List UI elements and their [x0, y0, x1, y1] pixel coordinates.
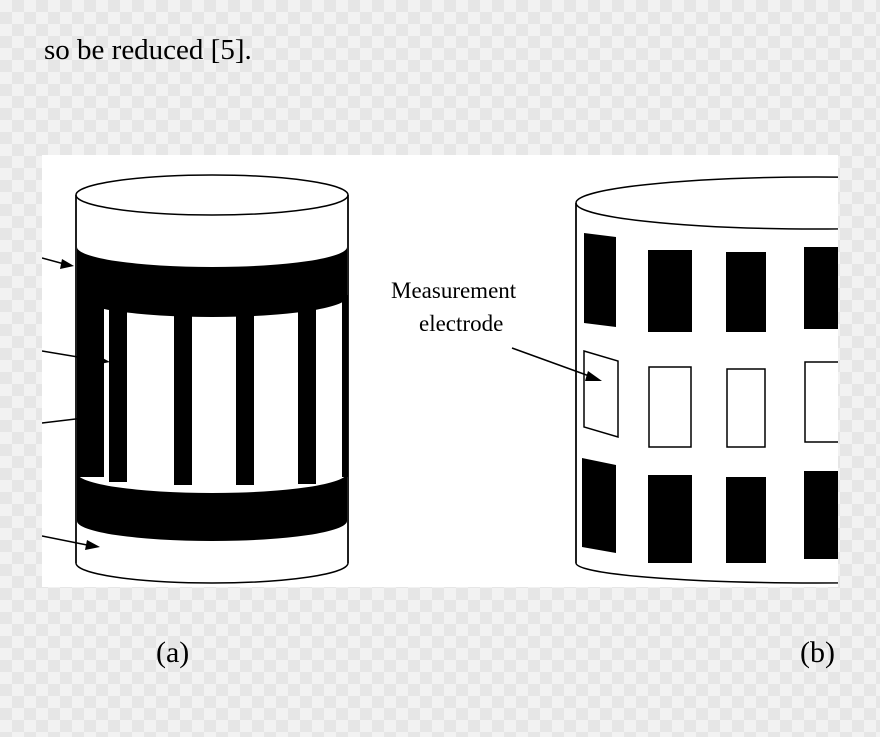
cylinder-a-top [75, 174, 349, 216]
cylinder-a-bar [236, 305, 254, 485]
cylinder-a-bar [77, 295, 104, 477]
electrode-top [804, 247, 838, 329]
electrode-top [726, 252, 766, 332]
arrow-line [42, 417, 85, 424]
cylinder-a-bar [109, 300, 127, 482]
cylinder-a-bar [342, 295, 348, 477]
arrow-head [85, 540, 100, 550]
measurement-electrode [804, 361, 838, 443]
measurement-electrode [726, 368, 766, 448]
cylinder-a-arrows [42, 257, 110, 550]
cylinder-a-top-band [77, 247, 347, 317]
arrow-line [42, 350, 103, 362]
cylinder-a-bar [174, 305, 192, 485]
measurement-arrow-head [585, 371, 602, 381]
measurement-label-line2: electrode [419, 311, 503, 336]
measurement-electrode [648, 366, 692, 448]
electrode-top [648, 250, 692, 332]
caption-b: (b) [800, 636, 835, 669]
electrode-diagram: Measurement electrode [42, 174, 838, 584]
electrode-bottom [726, 477, 766, 563]
cylinder-b [575, 176, 838, 584]
electrode-bottom [804, 471, 838, 559]
measurement-arrow-line [511, 347, 593, 378]
measurement-electrode [583, 349, 619, 439]
arrow-line [42, 535, 93, 547]
figure-panel: Measurement electrode [42, 155, 838, 587]
cylinder-a [75, 174, 349, 584]
cylinder-a-bar [298, 302, 316, 484]
electrode-top [584, 233, 616, 327]
caption-a: (a) [156, 636, 190, 669]
arrow-head [80, 413, 92, 423]
cylinder-b-body [575, 203, 838, 584]
arrow-head [95, 355, 110, 365]
cylinder-a-bottom-band [77, 473, 347, 541]
electrode-bottom [648, 475, 692, 563]
intro-text: so be reduced [5]. [44, 34, 252, 66]
arrow-head [60, 259, 74, 269]
electrode-bottom [582, 458, 616, 553]
measurement-label-line1: Measurement [391, 278, 517, 303]
